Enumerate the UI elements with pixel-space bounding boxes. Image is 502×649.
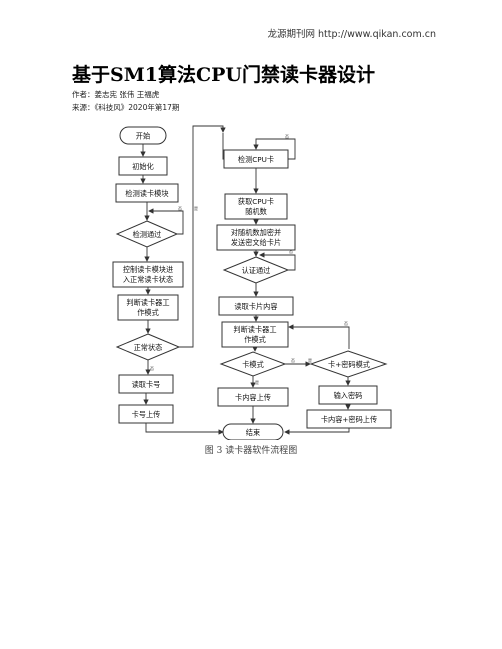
figure-caption: 图 3 读卡器软件流程图	[204, 446, 298, 456]
auth-pass-label: 认证通过	[242, 266, 271, 275]
upload-cardno-label: 卡号上传	[132, 410, 161, 419]
card-mode-label: 卡模式	[242, 360, 264, 369]
article-authors: 作者：姜志宪 张伟 王福虎	[72, 90, 160, 99]
start-label: 开始	[136, 132, 150, 141]
edge-label-no-3: 否	[285, 134, 289, 139]
detect-module-node: 检测读卡模块	[115, 183, 179, 203]
init-node: 初始化	[118, 156, 168, 176]
encrypt-node: 对随机数加密并 发送密文给卡片	[216, 224, 296, 251]
control-label-1: 控制读卡模块进	[123, 265, 173, 274]
read-content-node: 读取卡片内容	[218, 296, 294, 316]
edge-label-no-1: 否	[178, 206, 182, 211]
upload-cardno-node: 卡号上传	[118, 404, 174, 424]
detect-pass-label: 检测通过	[133, 230, 162, 239]
header-source-url: 龙源期刊网 http://www.qikan.com.cn	[267, 29, 437, 40]
edge-normal-yes-to-cpu	[179, 125, 226, 348]
edge-into-detect-cpu	[222, 133, 224, 160]
encrypt-label-2: 发送密文给卡片	[231, 238, 281, 247]
edge-label-no-5: 否	[344, 321, 348, 326]
read-cardno-label: 读取卡号	[132, 380, 161, 389]
detect-pass-diamond: 检测通过	[115, 220, 179, 248]
flowchart-svg: 开始 初始化 检测读卡模块 检测通过 否 控制读卡模块进 入正常读卡状态 判断读…	[112, 125, 392, 440]
encrypt-label-1: 对随机数加密并	[231, 228, 281, 237]
end-node: 结束	[222, 423, 284, 440]
article-source: 来源：《科技风》2020年第17期	[72, 103, 180, 112]
judge-mode-2-node: 判断读卡器工 作模式	[221, 321, 289, 348]
detect-module-label: 检测读卡模块	[125, 189, 168, 198]
end-label: 结束	[246, 428, 260, 437]
edge-label-no-2: 否	[150, 366, 154, 371]
read-content-label: 读取卡片内容	[234, 302, 277, 311]
card-pw-mode-label: 卡+密码模式	[328, 360, 370, 369]
edge-label-yes-3: 是	[255, 379, 259, 385]
card-mode-diamond: 卡模式	[219, 351, 287, 377]
judge-mode-node: 判断读卡器工 作模式	[117, 294, 179, 321]
judge-label-2: 作模式	[137, 308, 159, 317]
edge-label-no-6: 否	[291, 358, 295, 363]
get-random-label-1: 获取CPU卡	[238, 197, 274, 206]
article-title: 基于SM1算法CPU门禁读卡器设计	[72, 64, 375, 86]
start-node: 开始	[119, 126, 167, 145]
upload-content-label: 卡内容上传	[235, 393, 271, 402]
edge-detect-fail-loop	[148, 208, 184, 235]
edge-pwmode-loop	[288, 324, 350, 349]
detect-cpu-label: 检测CPU卡	[238, 155, 274, 164]
read-cardno-node: 读取卡号	[118, 374, 174, 394]
auth-pass-diamond: 认证通过	[222, 256, 290, 284]
edge-auth-no-loop	[259, 252, 296, 271]
judge-label-1: 判断读卡器工	[126, 298, 169, 307]
input-password-node: 输入密码	[318, 385, 378, 405]
detect-cpu-node: 检测CPU卡	[223, 149, 289, 169]
edge-cpu-no-loop	[253, 138, 296, 160]
input-password-label: 输入密码	[334, 391, 363, 400]
edge-upload-pw-end	[284, 428, 350, 435]
upload-content-node: 卡内容上传	[217, 387, 289, 407]
control-node: 控制读卡模块进 入正常读卡状态	[112, 261, 184, 288]
edge-label-no-4: 否	[289, 249, 293, 254]
edge-label-yes-1: 是	[194, 205, 198, 211]
edge-label-yes-2: 是	[308, 357, 312, 363]
control-label-2: 入正常读卡状态	[123, 275, 173, 284]
upload-content-pw-node: 卡内容+密码上传	[306, 409, 392, 429]
init-label: 初始化	[132, 162, 154, 171]
judge2-label-1: 判断读卡器工	[233, 325, 276, 334]
card-pw-mode-diamond: 卡+密码模式	[309, 350, 388, 378]
flowchart-figure: 开始 初始化 检测读卡模块 检测通过 否 控制读卡模块进 入正常读卡状态 判断读…	[105, 120, 395, 440]
normal-state-label: 正常状态	[134, 343, 163, 352]
normal-state-diamond: 正常状态	[115, 333, 181, 361]
get-random-node: 获取CPU卡 随机数	[224, 193, 288, 220]
get-random-label-2: 随机数	[245, 207, 267, 216]
judge2-label-2: 作模式	[244, 335, 266, 344]
upload-content-pw-label: 卡内容+密码上传	[321, 415, 377, 424]
edge-upload-end	[145, 423, 224, 435]
